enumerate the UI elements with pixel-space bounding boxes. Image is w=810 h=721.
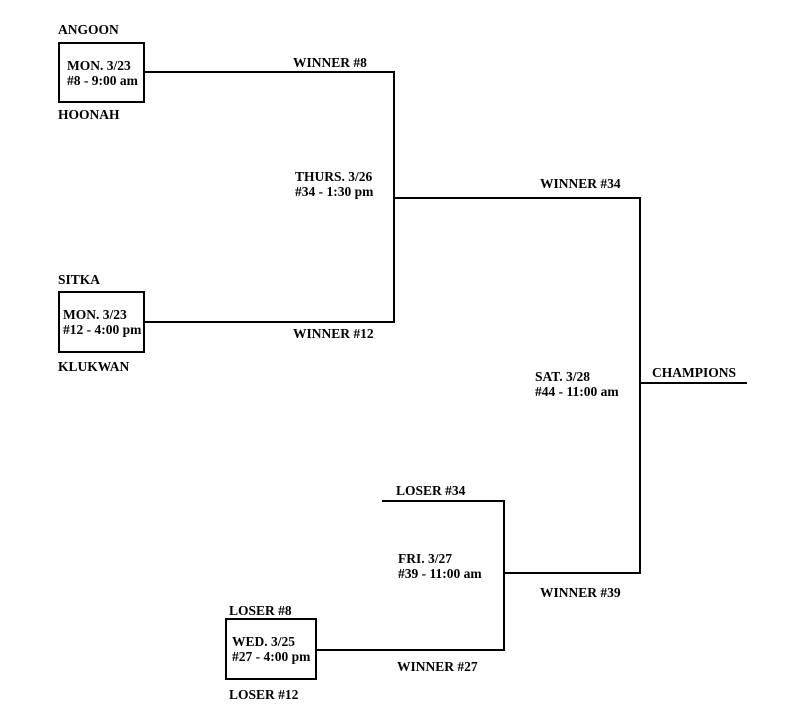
winner27-label: WINNER #27 — [397, 659, 478, 674]
game12-date: MON. 3/23 — [63, 307, 127, 322]
loser8-label: LOSER #8 — [229, 603, 292, 618]
game27-slot: #27 - 4:00 pm — [232, 649, 311, 664]
team-name-sitka: SITKA — [58, 272, 101, 287]
game39-bracket-line — [503, 500, 505, 651]
game8-date: MON. 3/23 — [67, 57, 131, 73]
team-name-klukwan: KLUKWAN — [58, 359, 130, 374]
game34-bracket-line — [393, 71, 395, 323]
winner8-label: WINNER #8 — [293, 55, 367, 70]
champions-label: CHAMPIONS — [652, 365, 736, 380]
game44-slot: #44 - 11:00 am — [535, 384, 619, 399]
winner39-label: WINNER #39 — [540, 585, 621, 600]
game39-info: FRI. 3/27 #39 - 11:00 am — [398, 551, 482, 581]
winner27-feed-line — [317, 649, 505, 651]
team-name-angoon: ANGOON — [58, 22, 119, 37]
game34-date: THURS. 3/26 — [295, 169, 373, 184]
winner34-label: WINNER #34 — [540, 176, 621, 191]
game12-box: MON. 3/23 #12 - 4:00 pm — [58, 291, 145, 353]
game44-info: SAT. 3/28 #44 - 11:00 am — [535, 369, 619, 399]
game34-slot: #34 - 1:30 pm — [295, 184, 374, 199]
loser12-label: LOSER #12 — [229, 687, 299, 702]
game27-date: WED. 3/25 — [232, 634, 296, 649]
winner39-feed-line — [505, 572, 641, 574]
game12-slot: #12 - 4:00 pm — [63, 322, 142, 337]
game39-slot: #39 - 11:00 am — [398, 566, 482, 581]
game44-date: SAT. 3/28 — [535, 369, 591, 384]
game27-box: WED. 3/25 #27 - 4:00 pm — [225, 618, 317, 680]
game8-box: MON. 3/23 #8 - 9:00 am — [58, 42, 145, 103]
winner12-label: WINNER #12 — [293, 326, 374, 341]
game39-date: FRI. 3/27 — [398, 551, 452, 566]
game44-bracket-line — [639, 197, 641, 574]
loser34-feed-line — [382, 500, 505, 502]
winner12-feed-line — [145, 321, 395, 323]
team-name-hoonah: HOONAH — [58, 107, 120, 122]
game8-slot: #8 - 9:00 am — [67, 72, 138, 88]
winner8-feed-line — [145, 71, 395, 73]
winner34-feed-line — [395, 197, 641, 199]
champions-slot-line — [639, 382, 747, 384]
game34-info: THURS. 3/26 #34 - 1:30 pm — [295, 169, 373, 199]
loser34-label: LOSER #34 — [396, 483, 466, 498]
